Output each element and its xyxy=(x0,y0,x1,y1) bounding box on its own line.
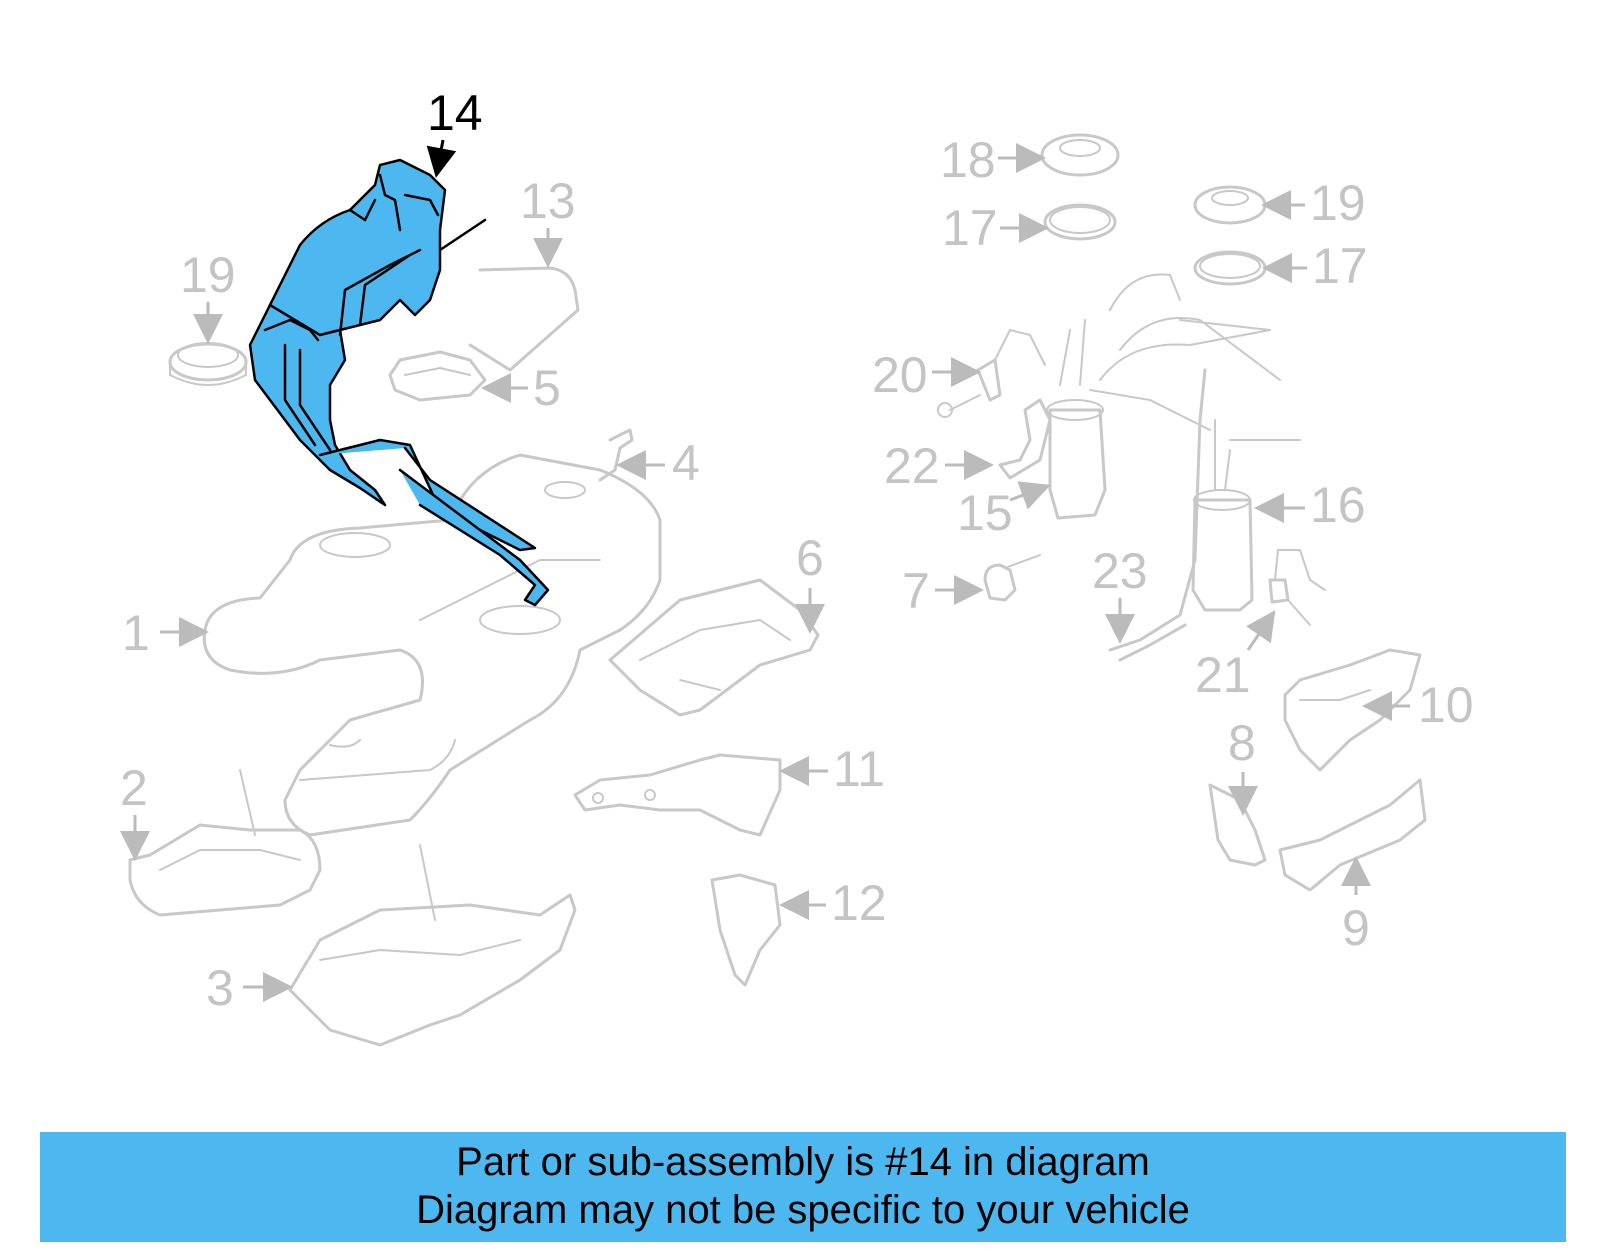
part-15-pump xyxy=(1046,319,1107,520)
callout-22-arrow xyxy=(1246,610,1276,651)
part-13-line xyxy=(468,266,580,372)
part-18-flange xyxy=(1040,133,1120,177)
callout-11-label: 11 xyxy=(833,741,885,797)
part-4-bracket xyxy=(598,428,634,482)
part-8-bracket xyxy=(1208,783,1267,867)
part-3-skid-plate xyxy=(288,844,577,1047)
part-9-rail xyxy=(1278,778,1427,892)
part-11-shield xyxy=(573,753,782,837)
callout-23-label: 22 xyxy=(884,438,940,494)
callout-21-label: 20 xyxy=(872,347,928,403)
callout-14-label: 14 xyxy=(427,85,483,141)
callout-14-arrow xyxy=(426,139,457,178)
part-12-shield xyxy=(710,873,782,987)
callout-1-label: 1 xyxy=(122,605,150,661)
part-23-bracket xyxy=(998,398,1052,480)
callout-6-label: 6 xyxy=(796,530,824,586)
callout-3-label: 3 xyxy=(206,960,234,1016)
banner-line-1: Part or sub-assembly is #14 in diagram xyxy=(456,1140,1150,1184)
part-14-filler-neck xyxy=(248,158,550,607)
callout-17a-label: 17 xyxy=(942,200,998,256)
callout-7-label: 7 xyxy=(902,563,930,619)
callout-8-label: 8 xyxy=(1228,715,1256,771)
info-banner: Part or sub-assembly is #14 in diagram D… xyxy=(40,1132,1566,1242)
part-22-sender xyxy=(1268,549,1326,626)
part-24-hose xyxy=(1089,273,1301,662)
part-6-shield xyxy=(608,578,820,717)
callout-15-arrow xyxy=(1009,481,1051,510)
callout-19-label: 19 xyxy=(1310,175,1366,231)
callout-18-label: 18 xyxy=(940,132,996,188)
part-1-fuel-tank xyxy=(202,453,662,837)
callout-2-label: 2 xyxy=(120,760,148,816)
callout-13-label: 13 xyxy=(520,173,576,229)
part-20-lock-ring xyxy=(168,342,248,386)
banner-line-2: Diagram may not be specific to your vehi… xyxy=(416,1188,1190,1232)
callout-14: 14 xyxy=(426,85,483,178)
callout-22-label: 21 xyxy=(1195,647,1251,703)
callout-15-label: 15 xyxy=(957,485,1013,541)
callout-24-label: 23 xyxy=(1092,543,1148,599)
callout-9-label: 9 xyxy=(1342,900,1370,956)
callout-16-label: 16 xyxy=(1310,477,1366,533)
part-17-ring-bottom xyxy=(1193,250,1267,286)
callout-4-label: 4 xyxy=(672,435,700,491)
callout-17b-label: 17 xyxy=(1312,238,1368,294)
callout-5-label: 5 xyxy=(533,360,561,416)
part-2-heat-shield xyxy=(128,769,322,917)
part-10-shield xyxy=(1283,648,1422,772)
part-16-pump xyxy=(1191,419,1254,612)
part-21-sender xyxy=(937,329,1046,418)
part-7-sensor xyxy=(983,554,1041,602)
callout-12-label: 12 xyxy=(831,875,887,931)
part-17-ring-top xyxy=(1043,203,1117,241)
callout-10-label: 10 xyxy=(1418,677,1474,733)
part-19-flange xyxy=(1193,185,1267,225)
callouts: 14 13 19 5 4 6 1 2 11 12 3 18 17 19 17 2… xyxy=(120,85,1474,1016)
callout-20-label: 19 xyxy=(180,247,236,303)
part-5-cover xyxy=(388,350,487,402)
